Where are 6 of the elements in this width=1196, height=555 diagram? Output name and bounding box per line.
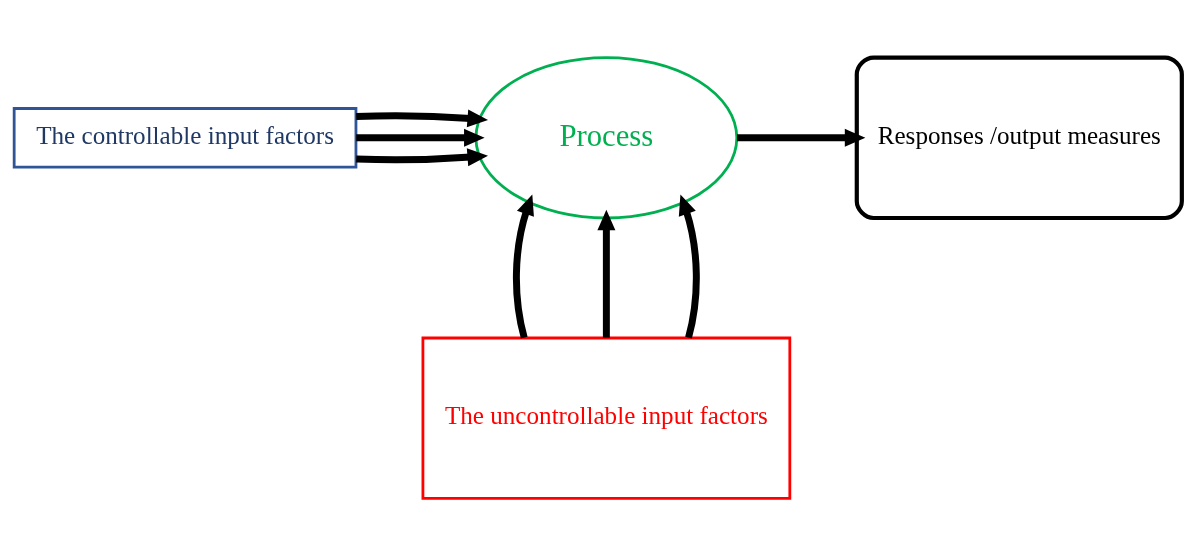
arrow — [597, 209, 616, 338]
arrow — [678, 193, 700, 338]
node-box: The controllable input factors — [12, 106, 358, 168]
node-box: Responses /output measures — [854, 55, 1184, 220]
node-box: The uncontrollable input factors — [421, 336, 792, 500]
arrow — [512, 193, 534, 338]
